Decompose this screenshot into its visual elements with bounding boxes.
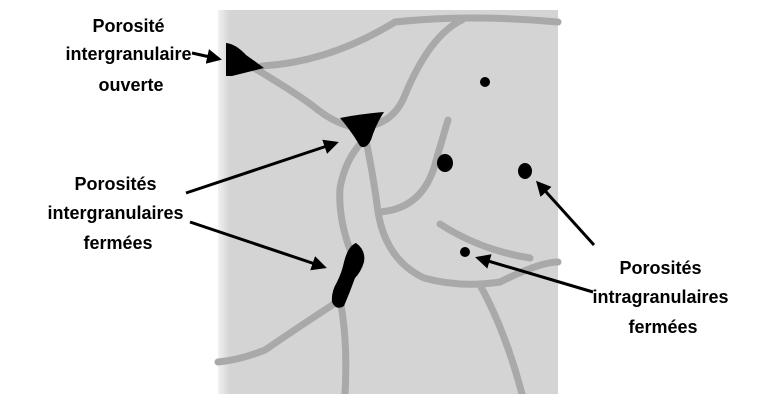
label-open-intergranular: Porosité intergranulaire ouverte — [65, 16, 196, 95]
intragranular-pore — [518, 163, 532, 179]
label-line: Porosité — [92, 16, 164, 36]
label-closed-intragranular: Porosités intragranulaires fermées — [592, 258, 733, 337]
label-line: Porosités — [619, 258, 701, 278]
label-line: ouverte — [98, 75, 163, 95]
label-line: fermées — [628, 317, 697, 337]
intragranular-pore — [480, 77, 490, 87]
intragranular-pore — [460, 247, 470, 257]
intragranular-pore — [437, 154, 453, 172]
label-line: intergranulaires — [47, 203, 183, 223]
label-closed-intergranular: Porosités intergranulaires fermées — [47, 174, 188, 253]
label-line: intragranulaires — [592, 287, 728, 307]
label-line: fermées — [83, 233, 152, 253]
label-line: Porosités — [74, 174, 156, 194]
label-line: intergranulaire — [65, 44, 191, 64]
